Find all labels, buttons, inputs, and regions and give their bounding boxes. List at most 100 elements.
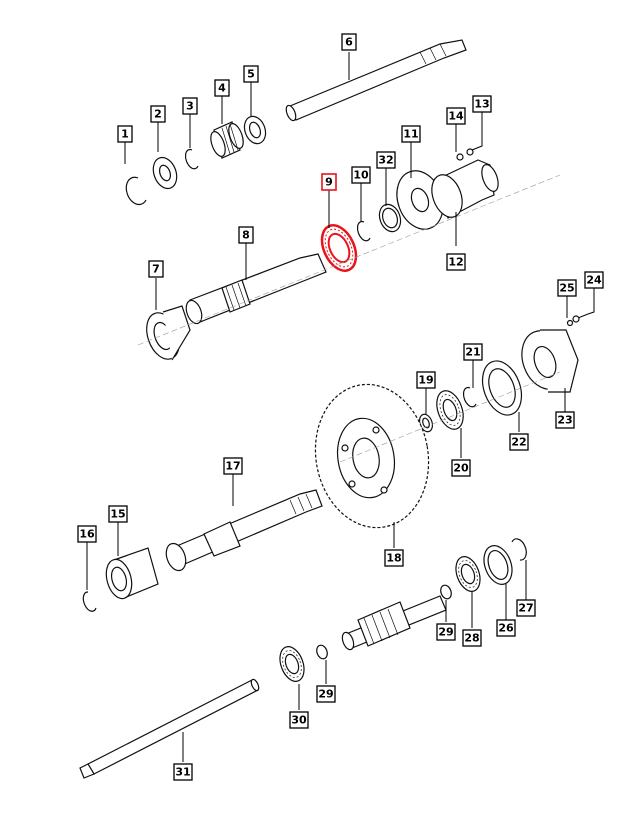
callout-5[interactable]: 5 [243, 65, 259, 83]
part-7-roller-bearing[interactable] [141, 305, 191, 364]
callout-15[interactable]: 15 [108, 505, 128, 523]
part-25-washer[interactable] [566, 319, 574, 327]
part-1-snap-ring[interactable] [125, 176, 147, 206]
part-26-shim[interactable] [479, 542, 517, 588]
svg-text:27: 27 [518, 602, 533, 615]
callout-2[interactable]: 2 [150, 105, 166, 123]
part-4-needle-bearing[interactable] [208, 121, 246, 159]
leader-lines [86, 52, 595, 762]
callout-30[interactable]: 30 [289, 711, 309, 729]
part-13-bolt[interactable] [466, 148, 474, 156]
callout-25[interactable]: 25 [557, 279, 577, 297]
callout-28[interactable]: 28 [462, 629, 482, 647]
callout-32[interactable]: 32 [376, 151, 396, 169]
svg-text:14: 14 [448, 110, 464, 123]
svg-text:5: 5 [247, 68, 255, 81]
callout-10[interactable]: 10 [351, 166, 371, 184]
part-27-snap-ring[interactable] [511, 538, 527, 561]
svg-text:30: 30 [291, 714, 307, 727]
callout-9-highlighted[interactable]: 9 [321, 173, 337, 191]
callout-22[interactable]: 22 [509, 433, 529, 451]
part-5-collar[interactable] [241, 113, 269, 146]
svg-text:4: 4 [218, 82, 226, 95]
svg-text:29: 29 [318, 688, 333, 701]
svg-text:15: 15 [110, 508, 125, 521]
svg-text:19: 19 [418, 374, 433, 387]
svg-text:10: 10 [353, 169, 369, 182]
part-14-washer[interactable] [456, 153, 464, 161]
callout-labels: 1 2 3 4 5 6 7 8 9 10 32 11 12 13 14 25 2… [77, 33, 604, 781]
callout-16[interactable]: 16 [77, 525, 97, 543]
svg-text:22: 22 [511, 436, 526, 449]
part-10-snap-ring[interactable] [356, 220, 371, 242]
callout-19[interactable]: 19 [416, 371, 436, 389]
svg-text:20: 20 [453, 462, 469, 475]
callout-14[interactable]: 14 [446, 107, 466, 125]
part-pinion-shaft[interactable] [340, 595, 447, 651]
callout-20[interactable]: 20 [451, 459, 471, 477]
svg-text:3: 3 [186, 100, 194, 113]
svg-text:26: 26 [498, 622, 514, 635]
svg-text:11: 11 [403, 128, 418, 141]
part-6-input-shaft[interactable] [284, 39, 467, 122]
callout-23[interactable]: 23 [555, 411, 575, 429]
callout-3[interactable]: 3 [182, 97, 198, 115]
svg-text:12: 12 [448, 256, 463, 269]
part-32-seal-ring[interactable] [376, 201, 404, 234]
callout-18[interactable]: 18 [384, 549, 404, 567]
callout-11[interactable]: 11 [401, 125, 421, 143]
svg-text:8: 8 [242, 229, 250, 242]
middle-center-axis [339, 371, 561, 463]
part-29-spacer-upper[interactable] [439, 584, 453, 601]
part-29-spacer-lower[interactable] [315, 644, 329, 661]
callout-12[interactable]: 12 [446, 253, 466, 271]
upper-center-axis [137, 174, 561, 346]
part-31-drive-shaft[interactable] [79, 678, 260, 779]
callout-17[interactable]: 17 [223, 457, 243, 475]
svg-text:6: 6 [345, 36, 353, 49]
svg-text:9: 9 [325, 176, 333, 189]
svg-text:28: 28 [464, 632, 479, 645]
part-30-ball-bearing[interactable] [276, 643, 309, 684]
svg-text:16: 16 [79, 528, 95, 541]
callout-6[interactable]: 6 [341, 33, 357, 51]
svg-text:25: 25 [559, 282, 574, 295]
svg-text:32: 32 [378, 154, 393, 167]
part-21-snap-ring[interactable] [462, 386, 477, 408]
part-19-spacer[interactable] [417, 412, 434, 433]
part-3-snap-ring[interactable] [184, 148, 199, 170]
svg-text:18: 18 [386, 552, 401, 565]
part-12-housing[interactable] [426, 159, 501, 221]
callout-4[interactable]: 4 [214, 79, 230, 97]
part-23-bearing-cover[interactable] [514, 324, 579, 395]
callout-24[interactable]: 24 [584, 271, 604, 289]
part-2-thrust-washer[interactable] [149, 154, 181, 192]
callout-7[interactable]: 7 [148, 260, 164, 278]
part-18-spur-gear[interactable] [304, 375, 439, 536]
svg-text:2: 2 [154, 108, 162, 121]
callout-31[interactable]: 31 [173, 763, 193, 781]
part-16-snap-ring[interactable] [82, 591, 97, 612]
part-22-shim[interactable] [476, 356, 529, 421]
svg-text:31: 31 [175, 766, 190, 779]
callout-27[interactable]: 27 [516, 599, 536, 617]
svg-text:17: 17 [225, 460, 240, 473]
svg-text:23: 23 [557, 414, 572, 427]
callout-29-upper[interactable]: 29 [436, 623, 456, 641]
part-24-bolt[interactable] [572, 313, 589, 323]
part-28-ball-bearing[interactable] [452, 553, 485, 594]
svg-text:13: 13 [474, 98, 489, 111]
part-15-coupling-sleeve[interactable] [102, 547, 159, 601]
part-8-main-shaft[interactable] [183, 253, 327, 326]
callout-29-lower[interactable]: 29 [316, 685, 336, 703]
svg-text:21: 21 [465, 346, 480, 359]
svg-text:7: 7 [152, 263, 160, 276]
callout-26[interactable]: 26 [496, 619, 516, 637]
callout-1[interactable]: 1 [117, 125, 133, 143]
callout-21[interactable]: 21 [463, 343, 483, 361]
svg-text:24: 24 [586, 274, 602, 287]
part-17-intermediate-shaft[interactable] [163, 489, 323, 573]
part-20-ball-bearing[interactable] [432, 387, 468, 433]
callout-8[interactable]: 8 [238, 226, 254, 244]
callout-13[interactable]: 13 [472, 95, 492, 113]
